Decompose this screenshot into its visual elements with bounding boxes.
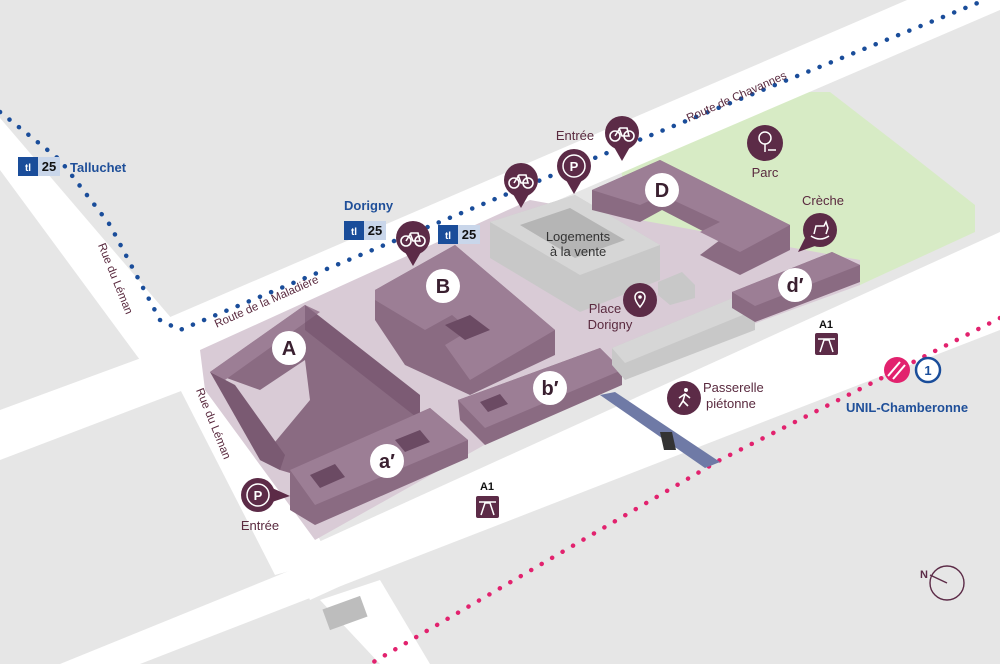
tl-logo-icon — [438, 225, 458, 244]
building-letter-b-prime: b′ — [533, 371, 567, 405]
svg-text:P: P — [570, 159, 579, 174]
svg-text:d′: d′ — [786, 275, 803, 297]
label-passerelle: Passerelle — [703, 380, 764, 395]
road-leman-south — [160, 330, 330, 575]
road-leman-north — [0, 118, 190, 360]
svg-text:A1: A1 — [819, 319, 833, 331]
svg-text:tl: tl — [445, 231, 451, 242]
svg-text:P: P — [254, 488, 263, 503]
svg-text:D: D — [655, 180, 669, 202]
building-letter-d-prime: d′ — [778, 268, 812, 302]
svg-text:tl: tl — [25, 163, 31, 174]
footbridge-pillar — [660, 432, 676, 450]
svg-text:A: A — [282, 338, 296, 360]
building-letter-a: A — [272, 331, 306, 365]
label-parc: Parc — [752, 165, 779, 180]
bus-stop-talluchet[interactable]: tl 25 Talluchet — [18, 157, 127, 176]
label-a-la-vente: à la vente — [550, 244, 606, 259]
building-letter-d: D — [645, 173, 679, 207]
building-d — [592, 160, 790, 275]
bicycle-icon[interactable] — [605, 116, 639, 161]
svg-text:tl: tl — [351, 227, 357, 238]
label-logements: Logements — [546, 229, 611, 244]
footbridge — [600, 392, 720, 468]
tl-logo-icon — [18, 157, 38, 176]
road-west — [0, 340, 210, 460]
location-pin-icon[interactable] — [623, 283, 657, 317]
svg-text:B: B — [436, 276, 450, 298]
parking-icon[interactable]: P — [241, 478, 290, 512]
metro-route-m1 — [367, 315, 1000, 664]
svg-text:UNIL-Chamberonne: UNIL-Chamberonne — [846, 400, 968, 415]
svg-text:A1: A1 — [480, 481, 494, 493]
bus-stop-dorigny[interactable]: Dorigny tl 25 tl 25 — [344, 198, 480, 244]
rocking-horse-icon[interactable] — [798, 213, 837, 252]
motorway-a1-south — [60, 282, 1000, 664]
svg-text:25: 25 — [462, 227, 476, 242]
label-entree-bottom: Entrée — [241, 518, 279, 533]
motorway-icon: A1 — [815, 319, 838, 355]
svg-text:Dorigny: Dorigny — [344, 198, 394, 213]
compass-icon: N — [920, 565, 965, 601]
label-place: Place — [589, 301, 622, 316]
bicycle-icon[interactable] — [396, 184, 430, 266]
label-pietonne: piétonne — [706, 396, 756, 411]
svg-text:1: 1 — [924, 363, 931, 378]
building-place-dorigny — [612, 295, 755, 380]
label-creche: Crèche — [802, 193, 844, 208]
label-entree-top: Entrée — [556, 128, 594, 143]
building-letter-a-prime: a′ — [370, 444, 404, 478]
label-dorigny: Dorigny — [588, 317, 633, 332]
building-letter-b: B — [426, 269, 460, 303]
metro-stop-unil[interactable]: 1 UNIL-Chamberonne — [846, 356, 968, 415]
pedestrian-icon[interactable] — [667, 381, 701, 415]
bridge-structure — [322, 595, 368, 631]
bicycle-icon[interactable] — [504, 163, 538, 208]
svg-text:a′: a′ — [379, 451, 395, 473]
building-b — [375, 245, 555, 395]
svg-text:Talluchet: Talluchet — [70, 160, 127, 175]
svg-text:25: 25 — [368, 223, 382, 238]
svg-text:b′: b′ — [541, 378, 558, 400]
parking-icon[interactable]: P — [557, 149, 591, 194]
metro-line-1-icon — [914, 356, 942, 384]
tl-logo-icon — [344, 221, 364, 240]
svg-text:25: 25 — [42, 159, 56, 174]
metro-icon — [884, 357, 910, 383]
building-sale — [490, 195, 660, 312]
compass-north-label: N — [920, 569, 928, 581]
small-structure — [658, 272, 695, 305]
tree-bench-icon[interactable] — [747, 125, 783, 161]
motorway-icon: A1 — [476, 481, 499, 518]
